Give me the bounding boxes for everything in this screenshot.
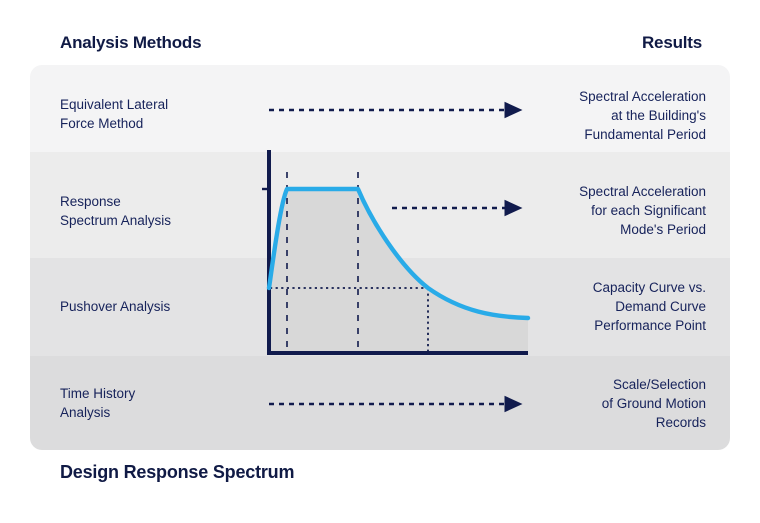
figure-title: Design Response Spectrum (60, 462, 295, 482)
method-label-response-spectrum-analysis: Response Spectrum Analysis (60, 194, 172, 228)
method-label-time-history-analysis: Time History Analysis (60, 386, 136, 420)
column-heading-analysis-methods: Analysis Methods (60, 33, 202, 52)
method-label-equivalent-lateral-force: Equivalent Lateral Force Method (60, 97, 169, 131)
result-label-ground-motion-records: Scale/Selection of Ground Motion Records (601, 377, 706, 430)
method-label-pushover-analysis: Pushover Analysis (60, 299, 171, 314)
result-label-fundamental-period: Spectral Acceleration at the Building's … (579, 89, 706, 142)
result-label-significant-mode-period: Spectral Acceleration for each Significa… (579, 184, 706, 237)
column-heading-results: Results (641, 33, 702, 52)
row-band-equivalent-lateral-force (30, 65, 730, 152)
result-label-capacity-demand-performance-point: Capacity Curve vs. Demand Curve Performa… (592, 280, 706, 333)
